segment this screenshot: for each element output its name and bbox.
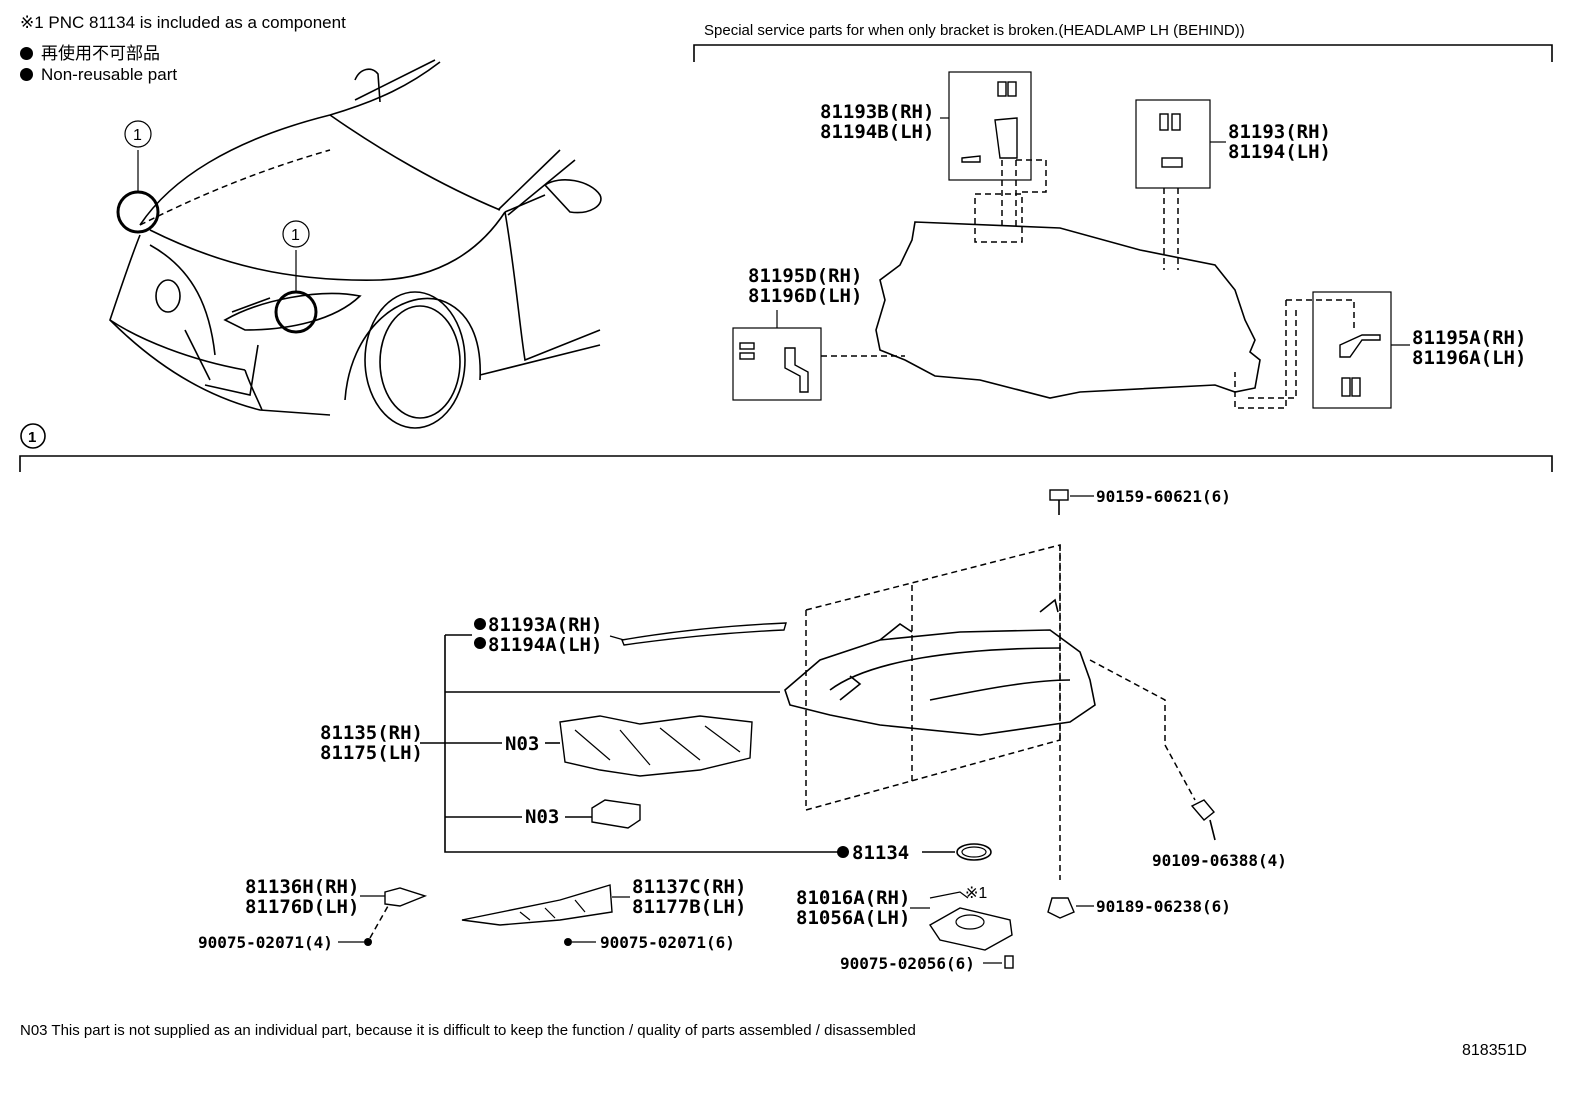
nonreusable-dot-icon: [474, 618, 486, 630]
bracket-81195D-group[interactable]: [732, 310, 905, 401]
inner-lamp-module[interactable]: [545, 715, 753, 777]
part-label-81137C[interactable]: 81137C(RH): [632, 876, 746, 898]
car-front-illustration: [109, 59, 602, 429]
section-1-frame: [19, 455, 1553, 472]
component-note: ※1 PNC 81134 is included as a component: [20, 13, 346, 32]
part-label-81194[interactable]: 81194(LH): [1228, 141, 1331, 163]
part-label-81194A[interactable]: 81194A(LH): [488, 634, 602, 656]
part-label-81176D[interactable]: 81176D(LH): [245, 896, 359, 918]
headlamp-rear-outline: [875, 221, 1261, 399]
part-label-90075-b[interactable]: 90075-02071(6): [600, 933, 735, 952]
part-label-81134[interactable]: 81134: [852, 842, 909, 864]
nonreusable-note-en: Non-reusable part: [20, 65, 177, 85]
part-label-81016A[interactable]: 81016A(RH): [796, 887, 910, 909]
nonreusable-note-jp: 再使用不可部品: [20, 39, 160, 64]
callout-marker-2[interactable]: 1: [282, 220, 310, 248]
led-module-81016A[interactable]: [910, 891, 1014, 969]
callout-marker-1[interactable]: 1: [124, 120, 152, 148]
part-label-81196D[interactable]: 81196D(LH): [748, 285, 862, 307]
strip-81193A[interactable]: [609, 622, 787, 646]
part-label-81056A[interactable]: 81056A(LH): [796, 907, 910, 929]
svg-text:1: 1: [133, 127, 142, 144]
bracket-section-frame: [693, 44, 1553, 62]
bracket-81195A-group[interactable]: [1234, 291, 1410, 409]
section-1-marker[interactable]: 1: [20, 423, 46, 449]
part-label-90189[interactable]: 90189-06238(6): [1096, 897, 1231, 916]
n03-label-module[interactable]: N03: [505, 733, 539, 755]
part-label-90075-c[interactable]: 90075-02056(6): [840, 954, 975, 973]
bracket-81193B-group[interactable]: [940, 71, 1047, 243]
nonreusable-dot-icon: [474, 637, 486, 649]
part-label-90075-a[interactable]: 90075-02071(4): [198, 933, 333, 952]
bracket-81136H[interactable]: [338, 887, 428, 946]
lamp-ecu-module[interactable]: [565, 799, 641, 829]
bolt-90109[interactable]: [1190, 799, 1216, 841]
asterisk-note-mark: ※1: [965, 885, 987, 902]
part-label-81136H[interactable]: 81136H(RH): [245, 876, 359, 898]
part-label-81195D[interactable]: 81195D(RH): [748, 265, 862, 287]
headlamp-assembly[interactable]: [784, 544, 1196, 880]
assembly-tree-lines: [420, 634, 838, 853]
diagram-id: 818351D: [1462, 1042, 1527, 1059]
svg-text:1: 1: [291, 227, 300, 244]
bolt-90159[interactable]: [1049, 489, 1094, 515]
part-label-90109[interactable]: 90109-06388(4): [1152, 851, 1287, 870]
bullet-icon: [20, 68, 33, 81]
bullet-icon: [20, 47, 33, 60]
bracket-81193-group[interactable]: [1135, 99, 1226, 270]
part-label-81177B[interactable]: 81177B(LH): [632, 896, 746, 918]
svg-text:1: 1: [28, 429, 36, 446]
part-label-81193[interactable]: 81193(RH): [1228, 121, 1331, 143]
special-service-note: Special service parts for when only brac…: [704, 22, 1245, 39]
part-label-81175[interactable]: 81175(LH): [320, 742, 423, 764]
gasket-81134[interactable]: [922, 843, 992, 861]
bracket-81137C[interactable]: [461, 884, 630, 946]
part-label-81195A[interactable]: 81195A(RH): [1412, 327, 1526, 349]
part-label-81196A[interactable]: 81196A(LH): [1412, 347, 1526, 369]
part-label-81193B[interactable]: 81193B(RH): [820, 101, 934, 123]
part-label-81193A[interactable]: 81193A(RH): [488, 614, 602, 636]
part-label-90159[interactable]: 90159-60621(6): [1096, 487, 1231, 506]
nonreusable-dot-icon: [837, 846, 849, 858]
part-label-81135[interactable]: 81135(RH): [320, 722, 423, 744]
part-label-81194B[interactable]: 81194B(LH): [820, 121, 934, 143]
n03-footer-note: N03 This part is not supplied as an indi…: [20, 1022, 916, 1039]
grommet-90189[interactable]: [1047, 897, 1094, 919]
n03-label-ecu[interactable]: N03: [525, 806, 559, 828]
